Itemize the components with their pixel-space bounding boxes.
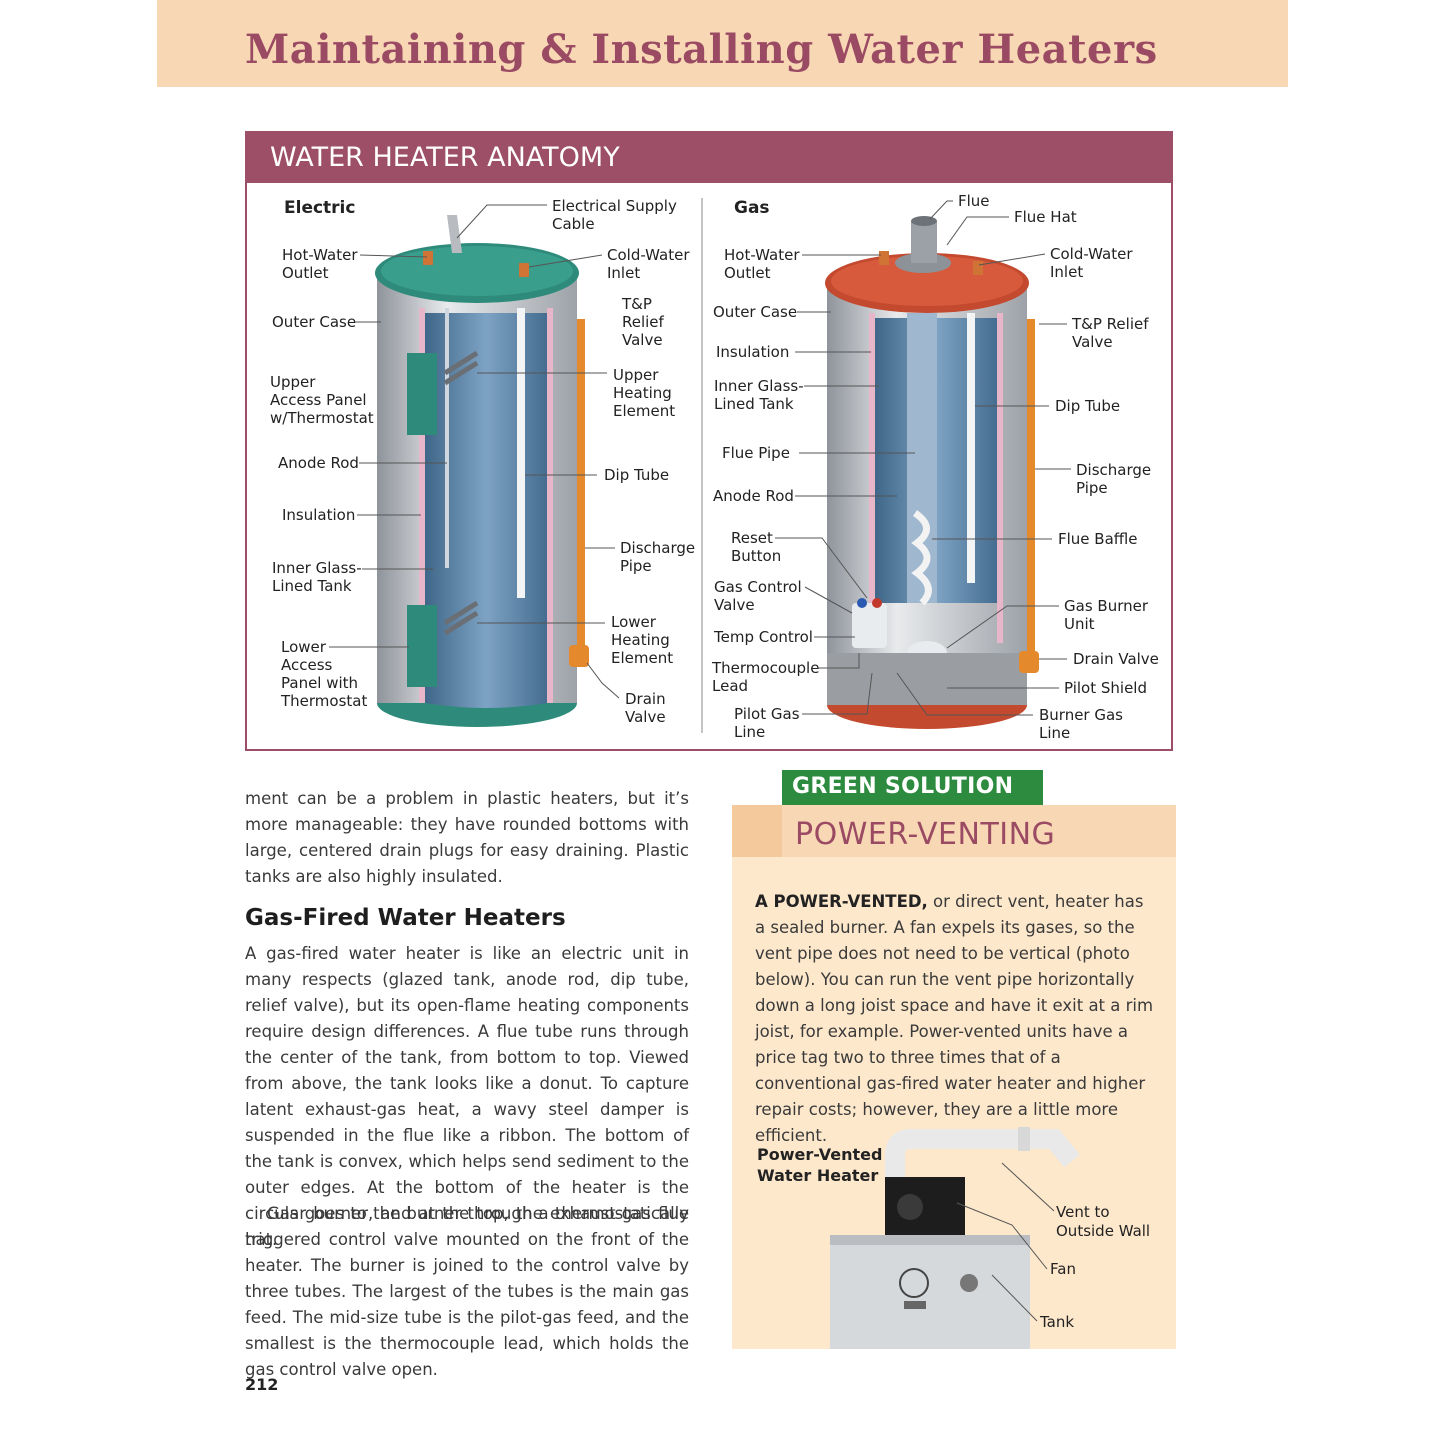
svg-text:Flue: Flue <box>958 192 990 210</box>
svg-text:Flue Baffle: Flue Baffle <box>1058 530 1138 548</box>
svg-text:Pilot Shield: Pilot Shield <box>1064 679 1147 697</box>
svg-text:Insulation: Insulation <box>716 343 789 361</box>
power-venting-sidebar: POWER-VENTING A POWER-VENTED, or direct … <box>732 805 1176 1349</box>
sidebar-title: POWER-VENTING <box>795 817 1056 852</box>
header-band <box>157 0 1288 87</box>
electric-heading: Electric <box>284 198 355 218</box>
svg-text:Anode Rod: Anode Rod <box>713 487 794 505</box>
sidebar-lead: A POWER-VENTED, <box>755 892 928 911</box>
sidebar-title-band <box>732 805 1176 857</box>
svg-text:Anode Rod: Anode Rod <box>278 454 359 472</box>
body-paragraph-1: A gas-fired water heater is like an elec… <box>245 944 689 1249</box>
svg-text:Outer Case: Outer Case <box>272 313 356 331</box>
gas-heater-illustration <box>825 216 1039 729</box>
svg-text:Flue Hat: Flue Hat <box>1014 208 1077 226</box>
anatomy-title: WATER HEATER ANATOMY <box>270 142 620 173</box>
gas-heading: Gas <box>734 198 770 218</box>
anatomy-figure: WATER HEATER ANATOMY <box>245 131 1173 751</box>
sidebar-paragraph: A POWER-VENTED, or direct vent, heater h… <box>755 889 1155 1149</box>
green-solution-tag: GREEN SOLUTION <box>782 770 1043 805</box>
sidebar-band-accent <box>732 805 782 857</box>
svg-text:Dip Tube: Dip Tube <box>604 466 669 484</box>
svg-text:Flue Pipe: Flue Pipe <box>722 444 790 462</box>
page-title: Maintaining & Installing Water Heaters <box>245 26 1158 73</box>
section-heading: Gas-Fired Water Heaters <box>245 905 566 931</box>
svg-text:Fan: Fan <box>1050 1260 1076 1278</box>
green-solution-label: GREEN SOLUTION <box>792 774 1014 799</box>
svg-text:Tank: Tank <box>1039 1313 1074 1331</box>
svg-text:Inner Glass-Lined Tank: Inner Glass-Lined Tank <box>714 377 804 413</box>
svg-text:Dip Tube: Dip Tube <box>1055 397 1120 415</box>
electric-heater-illustration <box>375 215 589 727</box>
page-number: 212 <box>245 1375 279 1394</box>
body-paragraph-2: Gas goes to the burner through a thermos… <box>245 1204 689 1379</box>
svg-text:Drain Valve: Drain Valve <box>1073 650 1159 668</box>
svg-text:Outer Case: Outer Case <box>713 303 797 321</box>
anatomy-header-bar <box>247 133 1171 183</box>
svg-text:Temp Control: Temp Control <box>713 628 813 646</box>
sidebar-body: or direct vent, heater has a sealed burn… <box>755 892 1154 1145</box>
svg-text:Insulation: Insulation <box>282 506 355 524</box>
svg-text:Inner Glass-Lined Tank: Inner Glass-Lined Tank <box>272 559 362 595</box>
body-paragraph-intro: ment can be a problem in plastic heaters… <box>245 789 689 886</box>
